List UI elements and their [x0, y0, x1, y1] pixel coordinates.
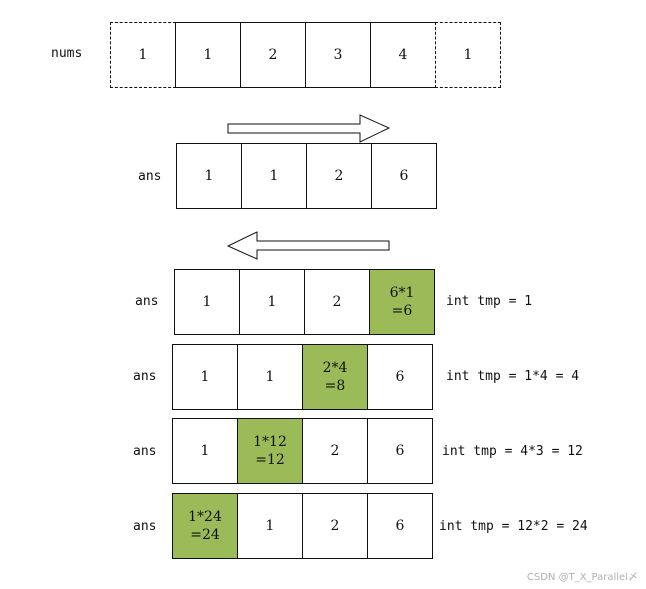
nums-label: nums: [51, 46, 83, 61]
step1-note: int tmp = 1: [446, 294, 533, 309]
ans-forward-cell-0: 1: [176, 143, 242, 209]
step1-label: ans: [135, 294, 159, 309]
step1-cell-0: 1: [174, 269, 240, 335]
ans-forward-cell-3: 6: [371, 143, 437, 209]
step4-cell-1: 1: [237, 493, 303, 559]
step1-row: 1 1 2 6*1=6: [174, 269, 435, 335]
step4-note: int tmp = 12*2 = 24: [439, 519, 588, 534]
ans-forward-cell-2: 2: [306, 143, 372, 209]
step3-cell-2: 2: [302, 418, 368, 484]
step2-cell-1: 1: [237, 344, 303, 410]
left-arrow-icon: [226, 231, 390, 260]
step1-cell-2: 2: [304, 269, 370, 335]
step3-label: ans: [133, 444, 157, 459]
step3-row: 1 1*12=12 2 6: [172, 418, 433, 484]
step1-cell-3: 6*1=6: [369, 269, 435, 335]
step1-cell-1: 1: [239, 269, 305, 335]
step2-note: int tmp = 1*4 = 4: [446, 369, 580, 384]
step4-label: ans: [133, 519, 157, 534]
step2-cell-0: 1: [172, 344, 238, 410]
step3-cell-0: 1: [172, 418, 238, 484]
step2-row: 1 1 2*4=8 6: [172, 344, 433, 410]
nums-cell-3: 3: [305, 22, 371, 88]
step3-note: int tmp = 4*3 = 12: [442, 444, 583, 459]
nums-cell-2: 2: [240, 22, 306, 88]
step2-cell-3: 6: [367, 344, 433, 410]
step2-cell-2: 2*4=8: [302, 344, 368, 410]
step4-cell-0: 1*24=24: [172, 493, 238, 559]
nums-cell-1: 1: [175, 22, 241, 88]
step4-cell-2: 2: [302, 493, 368, 559]
nums-cell-4: 4: [370, 22, 436, 88]
ans-forward-row: 1 1 2 6: [176, 143, 437, 209]
step4-row: 1*24=24 1 2 6: [172, 493, 433, 559]
nums-row: 1 1 2 3 4 1: [110, 22, 501, 88]
watermark: CSDN @T_X_Parallel〆: [526, 572, 638, 583]
step2-label: ans: [133, 369, 157, 384]
ans-forward-cell-1: 1: [241, 143, 307, 209]
step3-cell-1: 1*12=12: [237, 418, 303, 484]
nums-cell-0: 1: [110, 22, 176, 88]
step4-cell-3: 6: [367, 493, 433, 559]
ans-forward-label: ans: [138, 169, 162, 184]
nums-cell-5: 1: [435, 22, 501, 88]
step3-cell-3: 6: [367, 418, 433, 484]
right-arrow-icon: [227, 114, 391, 143]
